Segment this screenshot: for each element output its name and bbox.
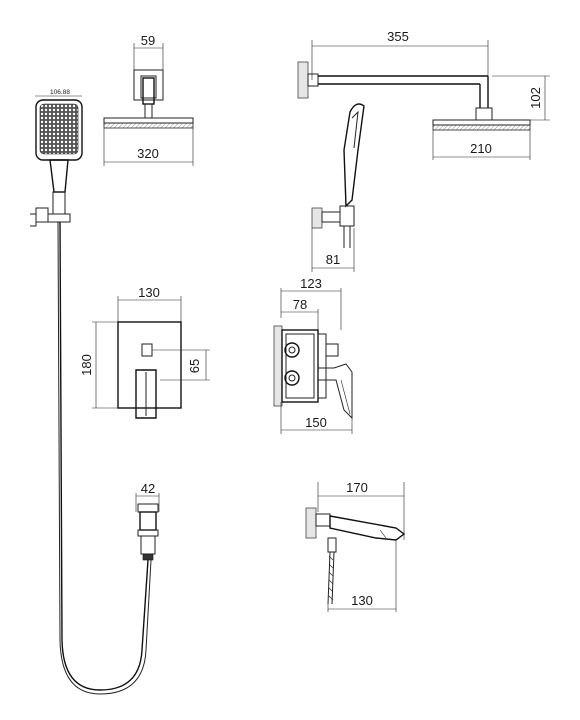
dim-valve-box-width: 123 [300,276,322,291]
dim-valve-plate-height: 180 [79,354,94,376]
dim-valve-plate-width: 130 [138,285,160,300]
handshower-holder-side-view: 81 [311,103,365,272]
dim-arm-length: 355 [387,29,409,44]
dim-spout-length: 170 [346,480,368,495]
headshower-front-view: 59 320 [103,33,194,166]
hose-wall-connector: 42 [135,481,160,561]
dim-headshower-plate-width: 320 [137,146,159,161]
dim-arm-drop-height: 102 [528,87,543,109]
valve-trim-front-view: 130 180 65 [79,285,210,419]
dim-diverter-offset: 65 [187,359,202,373]
dim-headshower-top-width: 59 [141,33,155,48]
dim-valve-total-depth: 150 [305,415,327,430]
headshower-side-view: 355 102 210 [297,29,550,160]
bath-spout-side-view: 170 130 [305,480,406,612]
dim-holder-depth: 81 [326,252,340,267]
handshower-assembly: 106.88 [30,89,152,695]
valve-body-side-view: 123 78 150 [273,276,353,434]
dim-spout-base-length: 130 [351,593,373,608]
dim-handshower-head-width: 106.88 [50,89,70,96]
dim-headshower-side-width: 210 [470,141,492,156]
dim-valve-box-depth: 78 [293,297,307,312]
dim-hose-connector-width: 42 [141,481,155,496]
